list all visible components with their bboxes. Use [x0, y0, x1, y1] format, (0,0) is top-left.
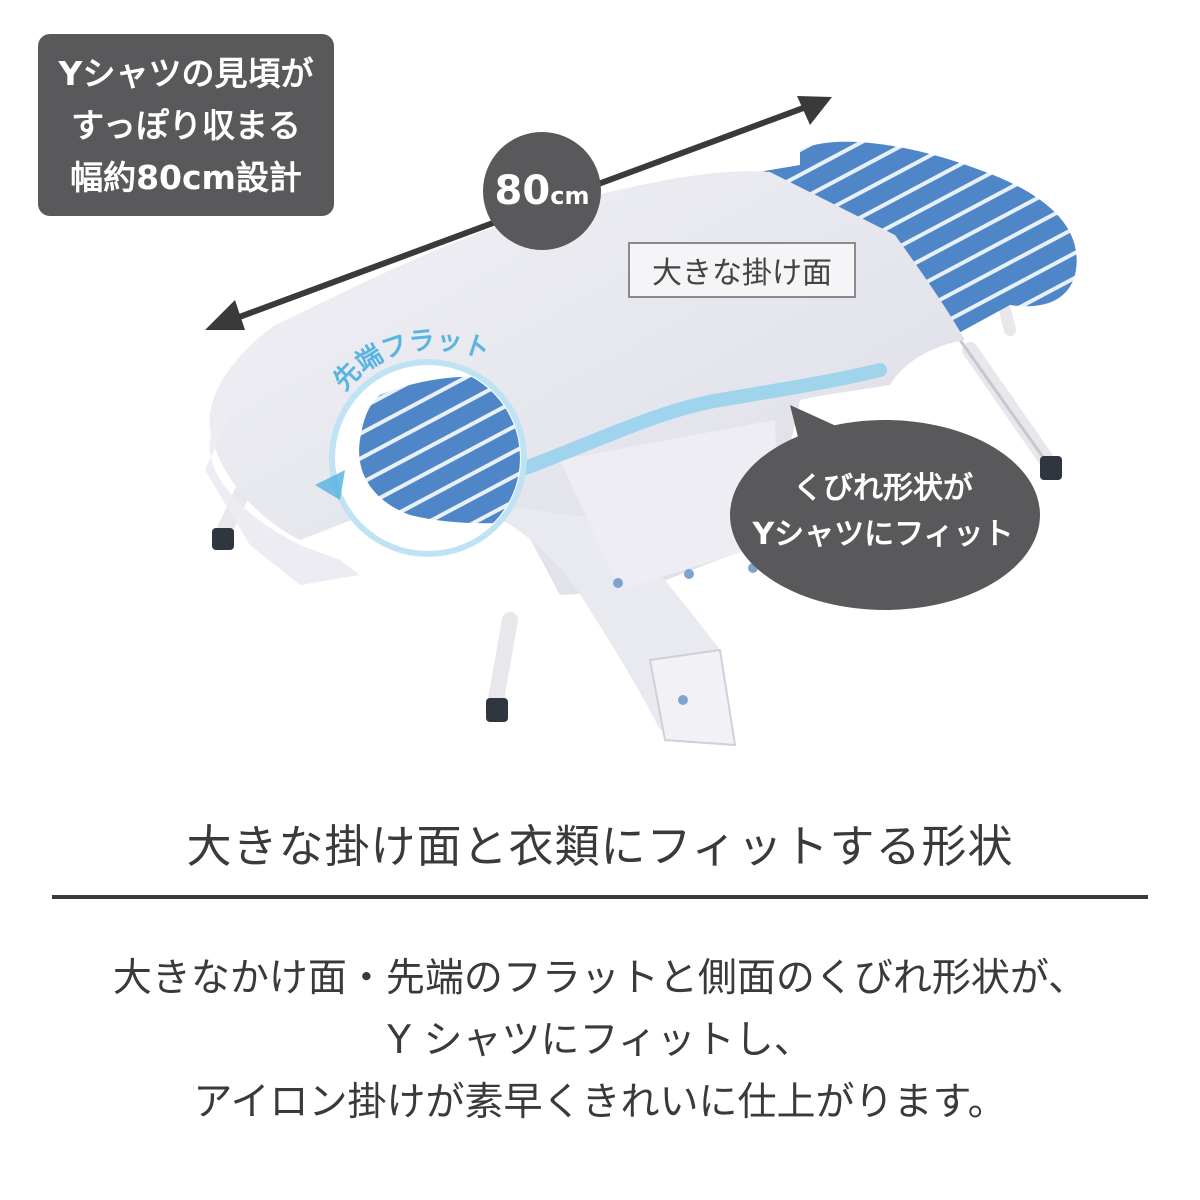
callout-line: Yシャツの見頃が [58, 54, 314, 93]
description-line: Y シャツにフィットし、 [387, 1018, 813, 1063]
callout-line: すっぽり収まる [71, 106, 301, 145]
callout-line: 幅約80cm設計 [70, 158, 302, 197]
dimension-unit: cm [550, 182, 590, 210]
divider [52, 895, 1148, 899]
description-line: アイロン掛けが素早くきれいに仕上がります。 [193, 1080, 1007, 1125]
description: 大きなかけ面・先端のフラットと側面のくびれ形状が、 Y シャツにフィットし、 ア… [0, 948, 1200, 1134]
fit-bubble-text: くびれ形状が Yシャツにフィット [736, 466, 1030, 558]
callout-badge: Yシャツの見頃が すっぽり収まる 幅約80cm設計 [38, 34, 334, 216]
headline: 大きな掛け面と衣類にフィットする形状 [186, 820, 1014, 873]
leg-foot [486, 698, 508, 722]
leg-foot [212, 528, 234, 550]
surface-label: 大きな掛け面 [628, 242, 856, 298]
bubble-line: くびれ形状が [793, 471, 973, 506]
dimension-badge: 80 cm [483, 132, 601, 250]
fit-speech-bubble [730, 405, 1040, 610]
leg-foot [1040, 456, 1062, 480]
dimension-number: 80 [494, 168, 551, 214]
description-line: 大きなかけ面・先端のフラットと側面のくびれ形状が、 [112, 956, 1088, 1001]
bubble-line: Yシャツにフィット [752, 517, 1014, 552]
flat-tip-magnifier [315, 359, 527, 557]
